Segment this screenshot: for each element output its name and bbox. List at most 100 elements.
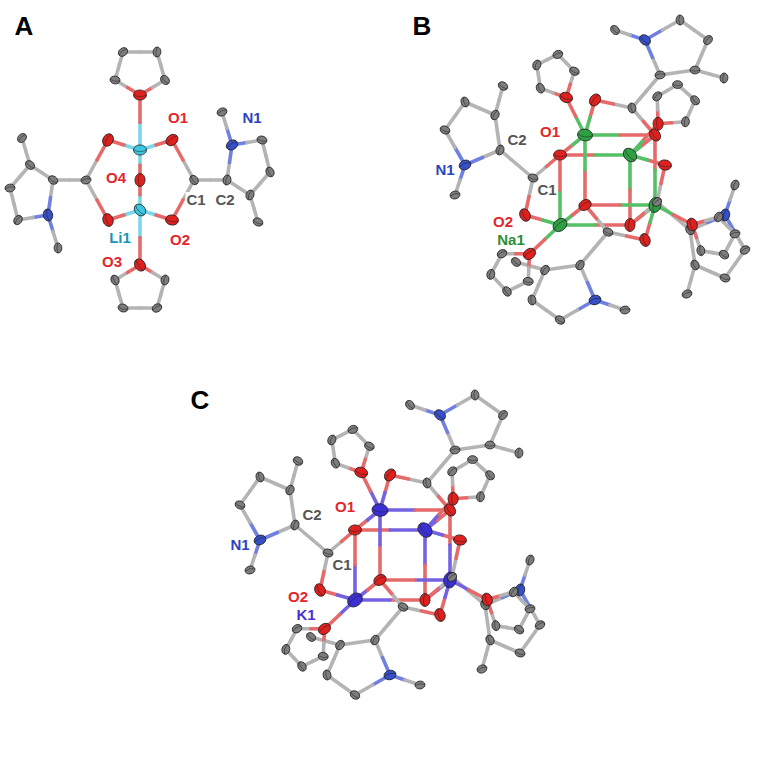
octant-line xyxy=(135,260,144,272)
octant-line xyxy=(530,295,533,305)
octant-line xyxy=(603,230,613,235)
atom-ellipsoid xyxy=(109,274,120,286)
octant-line xyxy=(620,308,630,310)
atom-ellipsoid xyxy=(539,264,551,277)
atom-ellipsoid xyxy=(653,117,664,130)
atom-ellipsoid xyxy=(651,196,664,208)
ellipsoid-body xyxy=(568,66,580,77)
octant-line xyxy=(673,84,683,86)
octant-line xyxy=(477,666,487,671)
octant-line xyxy=(740,246,749,252)
ellipsoid-body xyxy=(439,124,451,135)
octant-line xyxy=(423,593,426,606)
ellipsoid-body xyxy=(222,174,232,185)
octant-line xyxy=(253,220,263,225)
atom-ellipsoid xyxy=(415,520,435,540)
atom-ellipsoid xyxy=(702,34,715,47)
ellipsoid-body xyxy=(523,277,534,286)
octant-line xyxy=(655,73,665,75)
ellipsoid-body xyxy=(696,245,705,256)
atom-ellipsoid xyxy=(484,469,496,482)
ellipsoid-body xyxy=(577,128,593,142)
ellipsoid-body xyxy=(42,208,53,222)
atom-ellipsoid xyxy=(422,477,432,488)
ellipsoid-body xyxy=(224,138,239,152)
ellipsoid-body xyxy=(531,59,542,71)
ellipsoid-body xyxy=(471,390,479,400)
ellipsoid-body xyxy=(316,621,332,637)
atom-ellipsoid xyxy=(222,174,232,185)
atom-label: C2 xyxy=(214,192,235,208)
atom-ellipsoid xyxy=(132,202,148,218)
ellipsoid-body xyxy=(527,294,536,305)
octant-line xyxy=(257,472,261,482)
octant-line xyxy=(445,505,454,517)
ellipsoid-body xyxy=(602,226,614,237)
octant-line xyxy=(247,190,252,200)
octant-line xyxy=(537,84,542,94)
octant-line xyxy=(498,83,507,89)
atom-ellipsoid xyxy=(521,246,537,262)
atom-ellipsoid xyxy=(729,229,740,239)
atom-ellipsoid xyxy=(508,586,520,599)
atom-ellipsoid xyxy=(460,96,471,108)
atom-ellipsoid xyxy=(160,274,170,285)
sodium-cubane xyxy=(439,15,751,326)
atom-label: Na1 xyxy=(496,232,526,248)
atom-ellipsoid xyxy=(518,207,533,223)
ellipsoid-body xyxy=(12,214,24,227)
octant-line xyxy=(535,621,544,627)
atom-ellipsoid xyxy=(345,590,365,610)
ellipsoid-body xyxy=(109,274,120,286)
atom-ellipsoid xyxy=(621,146,640,165)
ellipsoid-body xyxy=(624,218,635,232)
octant-line xyxy=(479,492,481,502)
ellipsoid-body xyxy=(264,166,275,178)
ellipsoid-body xyxy=(689,259,700,271)
atom-ellipsoid xyxy=(363,441,375,452)
ellipsoid-body xyxy=(16,132,29,145)
octant-line xyxy=(494,621,497,631)
octant-line xyxy=(298,662,304,671)
octant-line xyxy=(624,150,636,162)
ellipsoid-body xyxy=(422,477,432,488)
octant-line xyxy=(217,109,227,114)
ellipsoid-body xyxy=(637,33,652,48)
octant-line xyxy=(653,92,661,100)
atom-ellipsoid xyxy=(132,257,148,273)
atom-ellipsoid xyxy=(588,294,602,306)
octant-line xyxy=(499,411,507,419)
ellipsoid-body xyxy=(372,572,388,587)
ellipsoid-body xyxy=(467,455,477,463)
atom-ellipsoid xyxy=(100,132,115,148)
atom-ellipsoid xyxy=(480,592,493,607)
atom-label: O2 xyxy=(492,214,514,230)
atom-ellipsoid xyxy=(713,211,725,224)
ellipsoid-body xyxy=(322,669,331,680)
octant-line xyxy=(510,587,516,596)
atom-ellipsoid xyxy=(264,166,275,178)
ellipsoid-body xyxy=(627,102,637,113)
atom-ellipsoid xyxy=(16,132,29,145)
atom-ellipsoid xyxy=(453,534,467,546)
octant-line xyxy=(355,470,368,476)
atom-ellipsoid xyxy=(134,145,147,155)
octant-line xyxy=(384,672,396,676)
octant-line xyxy=(534,60,539,70)
octant-line xyxy=(459,161,471,167)
ellipsoid-body xyxy=(620,306,631,315)
atom-ellipsoid xyxy=(689,94,701,107)
ellipsoid-body xyxy=(449,190,461,200)
octant-line xyxy=(112,276,118,286)
ellipsoid-body xyxy=(525,554,536,566)
atom-ellipsoid xyxy=(624,218,635,232)
octant-line xyxy=(348,426,358,431)
octant-line xyxy=(589,297,601,301)
octant-line xyxy=(350,692,359,698)
atom-ellipsoid xyxy=(256,135,268,145)
atom-ellipsoid xyxy=(397,601,409,612)
octant-line xyxy=(306,634,314,642)
atom-ellipsoid xyxy=(515,448,524,459)
octant-line xyxy=(398,605,408,610)
octant-line xyxy=(492,110,498,119)
